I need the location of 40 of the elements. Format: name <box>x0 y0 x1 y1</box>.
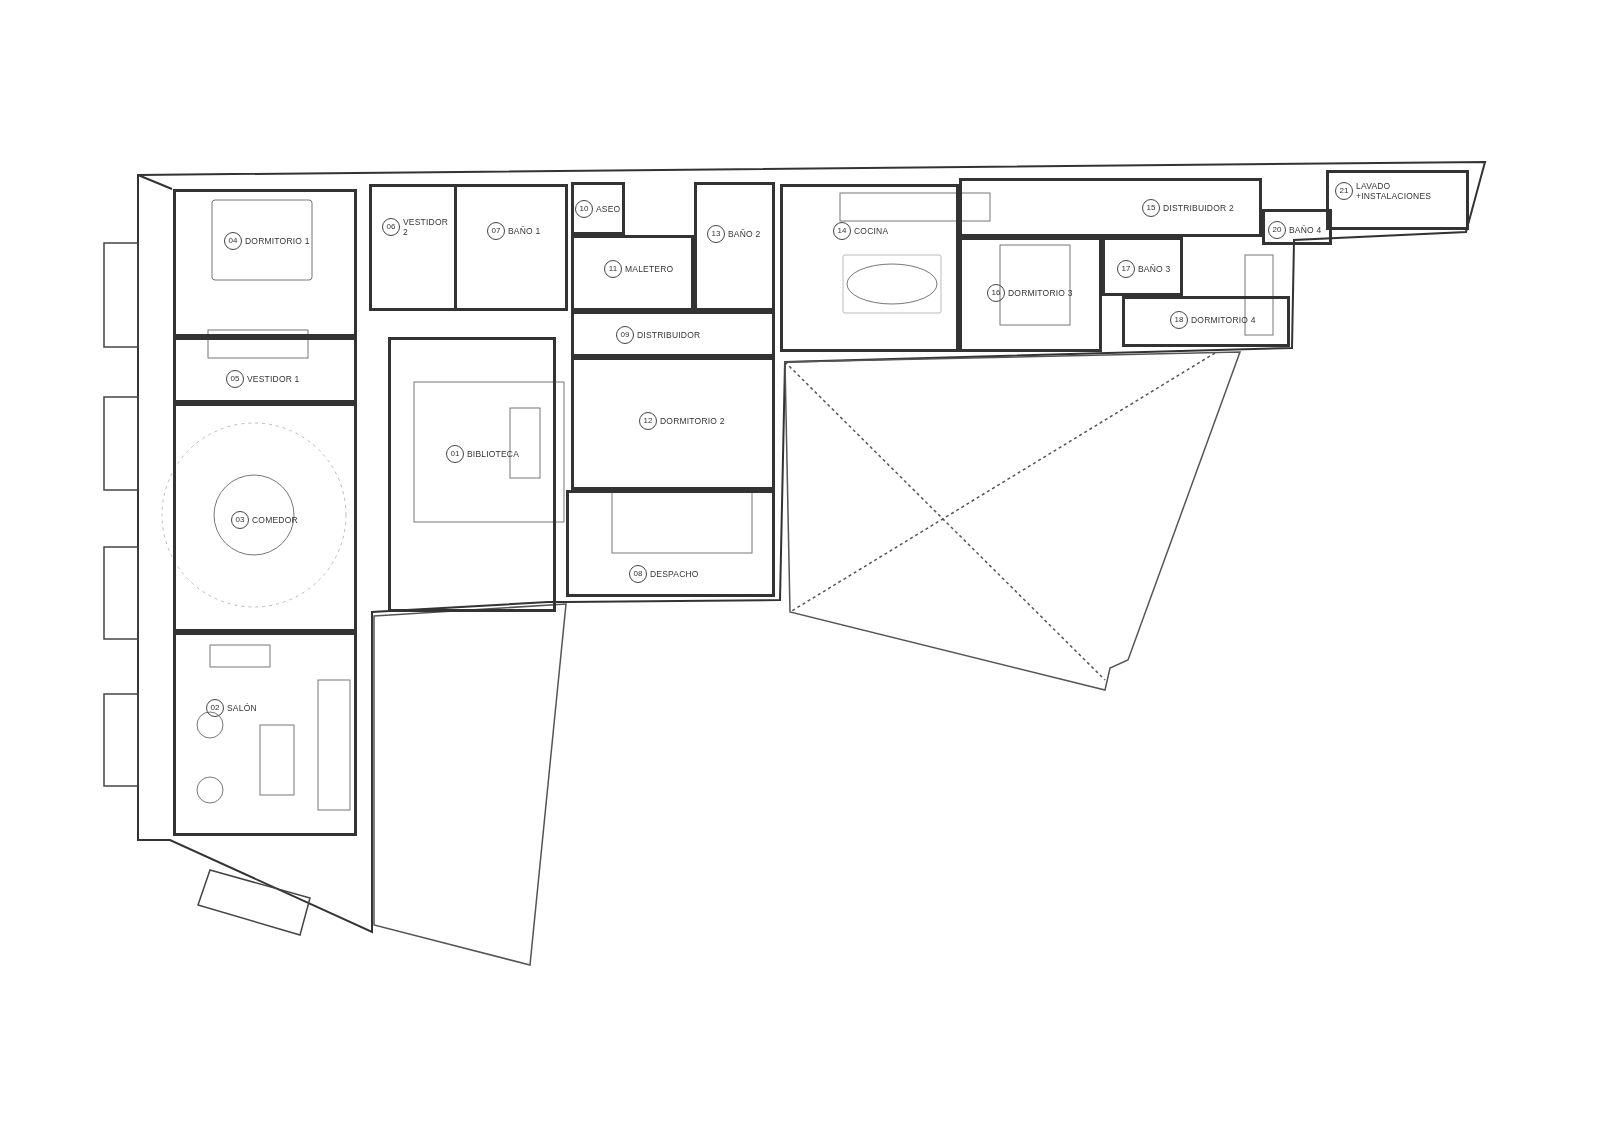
room-outline <box>571 235 694 311</box>
room-name: DORMITORIO 3 <box>1008 288 1073 298</box>
room-outline <box>173 403 357 632</box>
room-outline <box>694 182 775 311</box>
room-name: VESTIDOR 1 <box>247 374 300 384</box>
room-name: BAÑO 3 <box>1138 264 1171 274</box>
room-name: MALETERO <box>625 264 674 274</box>
room-name: COMEDOR <box>252 515 298 525</box>
room-outline <box>1326 170 1469 230</box>
room-outline <box>571 182 625 235</box>
room-outline <box>173 337 357 403</box>
room-outline <box>173 632 357 836</box>
room-outline <box>959 178 1262 237</box>
room-outline <box>173 189 357 337</box>
room-name: BIBLIOTECA <box>467 449 520 459</box>
room-outline <box>1262 209 1332 245</box>
room-name: LAVADO +INSTALACIONES <box>1356 181 1433 201</box>
room-outline <box>1122 296 1290 347</box>
room-name: DORMITORIO 1 <box>245 236 310 246</box>
room-name: BAÑO 1 <box>508 226 541 236</box>
room-name: SALÓN <box>227 703 257 713</box>
room-name: BAÑO 4 <box>1289 225 1322 235</box>
room-outline <box>780 184 959 352</box>
room-name: BAÑO 2 <box>728 229 761 239</box>
room-name: DORMITORIO 4 <box>1191 315 1256 325</box>
room-outline <box>571 311 775 357</box>
room-outline <box>1102 237 1183 296</box>
room-outline <box>566 490 775 597</box>
room-name: DORMITORIO 2 <box>660 416 725 426</box>
room-outline <box>454 184 568 311</box>
room-name: ASEO <box>596 204 621 214</box>
room-name: DISTRIBUIDOR 2 <box>1163 203 1234 213</box>
room-name: VESTIDOR 2 <box>403 217 450 237</box>
room-name: DESPACHO <box>650 569 699 579</box>
room-outline <box>571 357 775 490</box>
room-outline <box>369 184 457 311</box>
room-outline <box>959 237 1102 352</box>
room-outline <box>388 337 556 612</box>
room-name: DISTRIBUIDOR <box>637 330 701 340</box>
room-name: COCINA <box>854 226 889 236</box>
